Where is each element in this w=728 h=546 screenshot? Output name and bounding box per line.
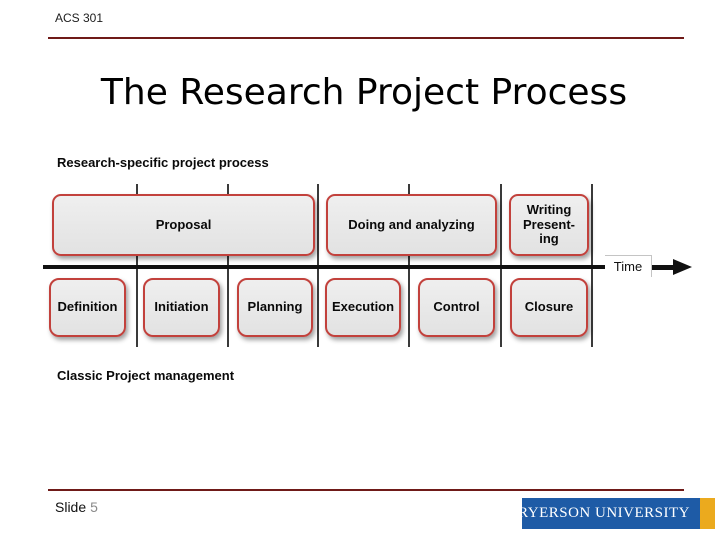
phase-box-writing-line: ing — [539, 231, 559, 247]
time-axis-line — [43, 265, 608, 269]
phase-box-closure: Closure — [510, 278, 588, 337]
research-process-label: Research-specific project process — [57, 155, 269, 170]
phase-box-writing-line: Writing — [526, 201, 572, 217]
phase-box-writing-line: Present- — [522, 216, 576, 232]
footer-rule — [48, 489, 684, 491]
phase-box-planning: Planning — [237, 278, 313, 337]
phase-box-execution: Execution — [325, 278, 401, 337]
phase-box-initiation: Initiation — [143, 278, 220, 337]
course-code: ACS 301 — [55, 11, 104, 25]
classic-process-label: Classic Project management — [57, 368, 235, 383]
time-arrow-icon — [673, 259, 692, 275]
time-arrow-shaft — [652, 265, 675, 270]
slide-number-value: 5 — [90, 499, 98, 515]
phase-box-doing-and-analyzing: Doing and analyzing — [326, 194, 497, 256]
ryerson-university-logo: RYERSON UNIVERSITY — [518, 498, 700, 529]
phase-box-control: Control — [418, 278, 495, 337]
logo-text: RYERSON UNIVERSITY — [518, 505, 690, 521]
phase-box-definition: Definition — [49, 278, 126, 337]
slide-title: The Research Project Process — [100, 72, 628, 113]
phase-box-proposal: Proposal — [52, 194, 315, 256]
slide-number-label: Slide — [55, 499, 87, 515]
header-rule — [48, 37, 684, 39]
phase-box-writing-presenting: Writing Present- ing — [509, 194, 589, 256]
logo-gold-bar — [700, 498, 715, 529]
time-axis-label: Time — [605, 255, 652, 277]
